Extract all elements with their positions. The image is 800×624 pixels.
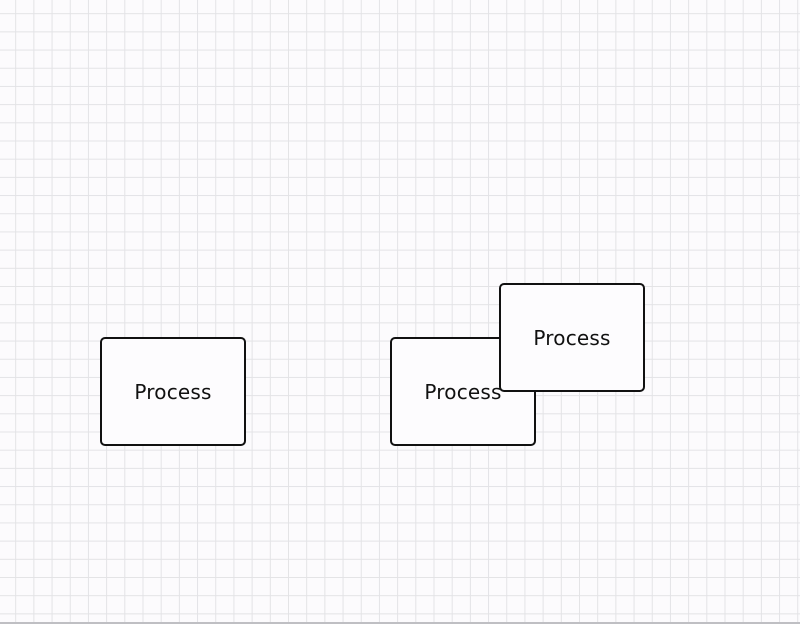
process-node[interactable]: Process: [100, 337, 246, 446]
process-node[interactable]: Process: [499, 283, 645, 392]
process-node-label: Process: [424, 379, 502, 404]
canvas-bottom-border: [0, 622, 800, 624]
process-node-label: Process: [533, 325, 611, 350]
process-node-label: Process: [134, 379, 212, 404]
